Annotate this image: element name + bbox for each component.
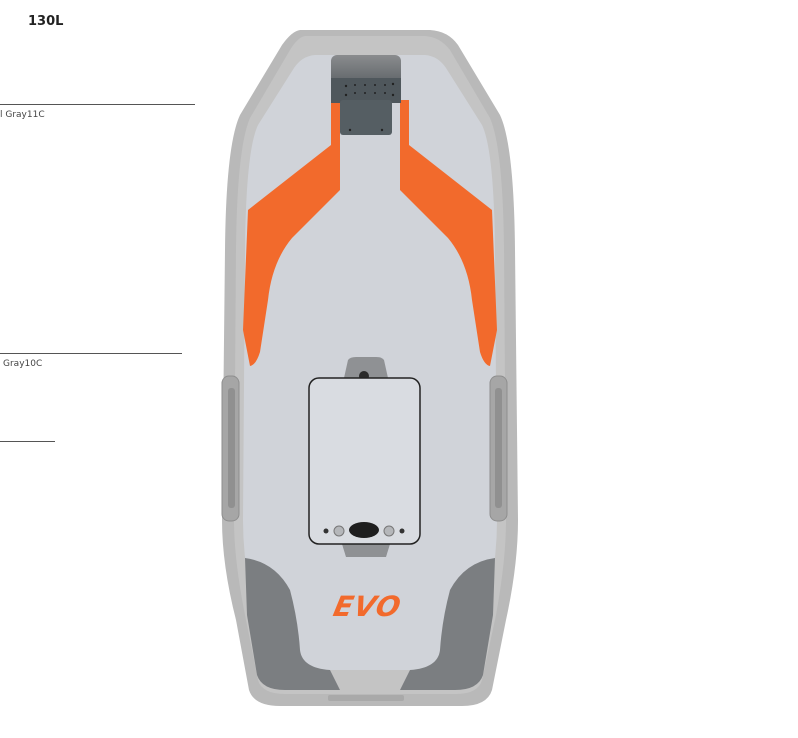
kickpad-right xyxy=(400,558,495,690)
tail-plate xyxy=(328,695,404,701)
leader-line-3 xyxy=(0,441,55,442)
hatch-tab-bottom xyxy=(342,544,390,557)
handle-left-grip xyxy=(228,388,235,508)
accent-left xyxy=(243,100,340,366)
screw-icon xyxy=(399,528,405,534)
button-left xyxy=(333,525,345,537)
nose-box-plate xyxy=(340,100,392,135)
kickpad-left xyxy=(245,558,340,690)
model-title: 130L xyxy=(28,14,64,29)
power-connector xyxy=(349,522,379,538)
leader-line-gray11c xyxy=(0,104,195,105)
screw-icon xyxy=(323,528,329,534)
hatch-tab-top xyxy=(344,357,388,378)
nose-box-top xyxy=(331,55,401,85)
label-gray10c: Gray10C xyxy=(3,359,43,369)
nose-box-vent xyxy=(331,78,401,103)
button-right xyxy=(383,525,395,537)
leader-line-gray10c xyxy=(0,353,182,354)
board-logo: EVO xyxy=(330,590,405,623)
handle-right-grip xyxy=(495,388,502,508)
accent-right xyxy=(400,100,497,366)
label-gray11c: l Gray11C xyxy=(0,110,45,120)
battery-hatch xyxy=(308,377,421,545)
